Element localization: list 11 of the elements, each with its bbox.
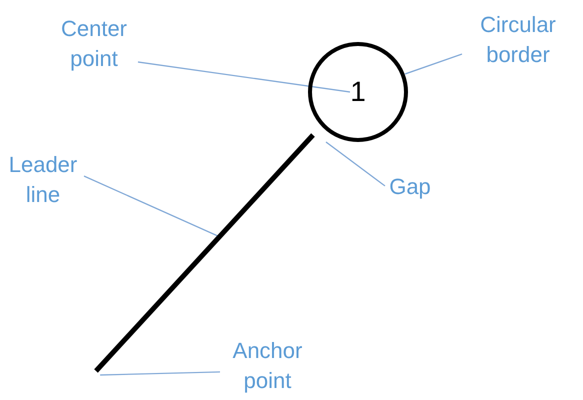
callout-label: Circular border [462,10,574,72]
callout-label: Anchor point [220,336,315,398]
leader-line [138,61,350,93]
leader-line [326,142,386,186]
callout-label: Leader line [2,150,84,212]
callout-label: Center point [48,14,140,76]
callout-label: Gap [385,172,435,206]
callout-balloon: 1 [308,42,408,142]
leader-line [100,371,220,376]
leader-line [84,176,218,237]
leader-line [404,53,462,75]
